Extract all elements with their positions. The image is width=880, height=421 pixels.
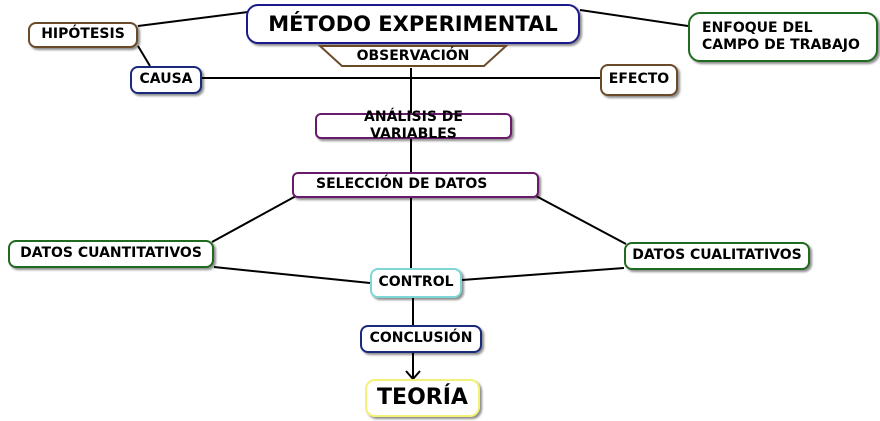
link-title-hipotesis [137,11,249,27]
link-seleccion-cualitativos [535,195,627,245]
node-observacion: OBSERVACIÓN [318,44,508,68]
link-hipotesis-causa [137,45,151,67]
node-conclusion: CONCLUSIÓN [360,325,482,353]
node-analisis: ANÁLISIS DE VARIABLES [315,109,512,142]
node-cualitativos: DATOS CUALITATIVOS [624,242,810,270]
link-title-enfoque [579,9,689,27]
link-cuantitativos-control [213,266,371,284]
link-cualitativos-control [461,267,625,281]
node-observacion-label: OBSERVACIÓN [356,48,470,64]
link-seleccion-cuantitativos [211,195,297,243]
node-seleccion: SELECCIÓN DE DATOS [292,172,539,198]
node-teoria: TEORÍA [365,379,480,417]
diagram-title: MÉTODO EXPERIMENTAL [246,4,580,44]
node-efecto: EFECTO [600,64,678,96]
trapezoid-shape [318,45,508,67]
node-control: CONTROL [370,268,462,298]
node-cuantitativos: DATOS CUANTITATIVOS [8,240,214,268]
node-hipotesis: HIPÓTESIS [28,22,138,48]
node-enfoque: ENFOQUE DEL CAMPO DE TRABAJO [688,12,878,62]
node-causa: CAUSA [130,66,202,94]
